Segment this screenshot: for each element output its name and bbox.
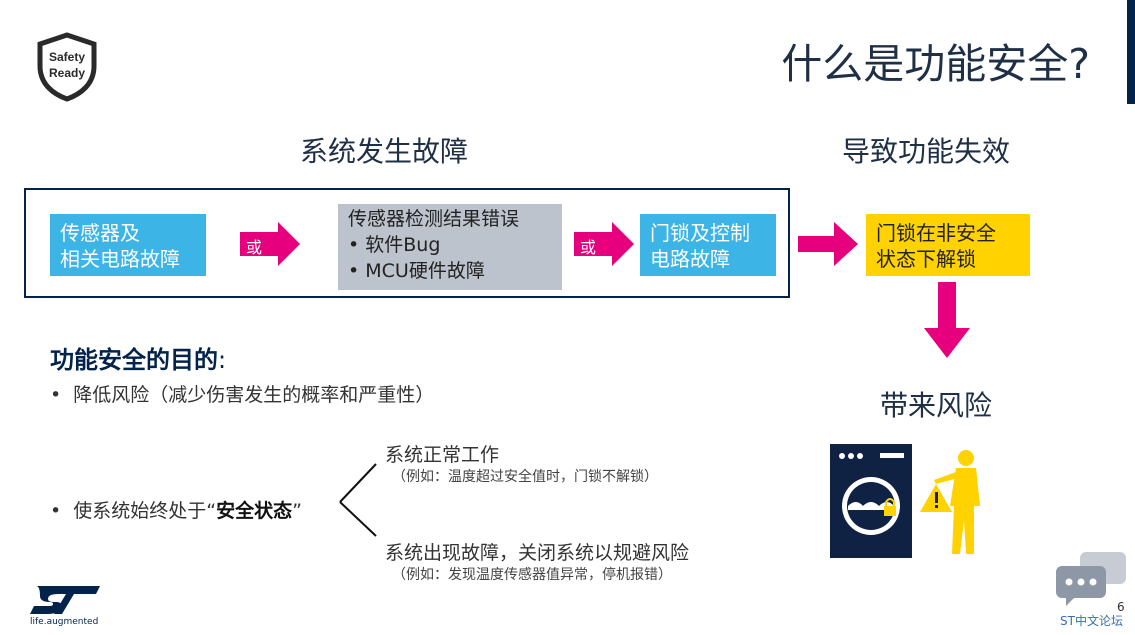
badge-line2: Ready <box>49 66 85 80</box>
lock-fault-line2: 电路故障 <box>650 247 730 271</box>
bullet-dot: • <box>50 500 74 522</box>
unsafe-unlock-line1: 门锁在非安全 <box>876 221 996 245</box>
st-tagline: life.augmented <box>30 617 99 627</box>
purpose-title-text: 功能安全的目的 <box>50 346 218 374</box>
shield-icon: Safety Ready <box>37 32 97 102</box>
safe-state-text: 安全状态 <box>216 500 293 522</box>
sensor-fault-line2: 相关电路故障 <box>60 247 180 271</box>
error-cause-item: 软件Bug <box>348 232 552 258</box>
purpose-bullet-1: • 降低风险（减少伤害发生的概率和严重性） <box>50 380 434 407</box>
fault-frame <box>24 188 790 298</box>
or-arrow-2: 或 <box>574 222 634 266</box>
person-warning-icon <box>920 450 980 554</box>
or-label-2: 或 <box>580 238 597 257</box>
unsafe-unlock-line2: 状态下解锁 <box>876 247 976 271</box>
forum-chat-icon <box>1056 552 1126 606</box>
forum-label: ST中文论坛 <box>1060 614 1123 628</box>
purpose-bullet-2-prefix: 使系统始终处于“ <box>73 500 217 522</box>
heading-system-fault: 系统发生故障 <box>300 135 469 168</box>
option-shutdown-note: （例如：发现温度传感器值异常，停机报错） <box>392 567 672 583</box>
option-normal-title: 系统正常工作 <box>385 444 500 466</box>
badge-line1: Safety <box>49 50 85 64</box>
branch-lines <box>339 463 377 537</box>
unsafe-unlock-box: 门锁在非安全 状态下解锁 <box>866 214 1030 276</box>
right-arrow-icon <box>240 222 300 266</box>
right-arrow-icon <box>798 222 858 266</box>
purpose-bullet-2-suffix: ” <box>292 500 302 522</box>
or-arrow-1: 或 <box>240 222 300 266</box>
or-label-1: 或 <box>246 238 263 257</box>
sensor-fault-line1: 传感器及 <box>60 221 140 245</box>
risk-label: 带来风险 <box>880 389 993 422</box>
purpose-bullet-2: • 使系统始终处于“安全状态” <box>50 496 302 523</box>
washing-machine-icon <box>830 444 912 558</box>
slide-title: 什么是功能安全? <box>781 40 1090 88</box>
purpose-bullet-1-text: 降低风险（减少伤害发生的概率和严重性） <box>73 384 435 406</box>
lock-circuit-fault-box: 门锁及控制 电路故障 <box>640 214 776 276</box>
accent-bar <box>1127 0 1135 104</box>
error-cause-list: 软件Bug MCU硬件故障 <box>348 232 552 284</box>
bullet-dot: • <box>50 384 74 406</box>
down-arrow-icon <box>924 282 970 358</box>
sensor-result-title: 传感器检测结果错误 <box>348 208 520 230</box>
sensor-fault-box: 传感器及 相关电路故障 <box>50 214 206 276</box>
error-cause-item: MCU硬件故障 <box>348 258 552 284</box>
purpose-title-colon: : <box>218 346 227 374</box>
safety-ready-badge: Safety Ready <box>34 32 100 102</box>
option-normal-note: （例如：温度超过安全值时，门锁不解锁） <box>392 469 658 485</box>
lock-fault-line1: 门锁及控制 <box>650 221 750 245</box>
page-number: 6 <box>1117 600 1125 614</box>
purpose-title: 功能安全的目的: <box>50 340 226 375</box>
st-logo <box>30 586 100 614</box>
heading-function-failure: 导致功能失效 <box>842 135 1011 168</box>
right-arrow-icon <box>574 222 634 266</box>
option-shutdown-title: 系统出现故障，关闭系统以规避风险 <box>385 542 690 564</box>
sensor-result-error-box: 传感器检测结果错误 软件Bug MCU硬件故障 <box>338 204 562 290</box>
